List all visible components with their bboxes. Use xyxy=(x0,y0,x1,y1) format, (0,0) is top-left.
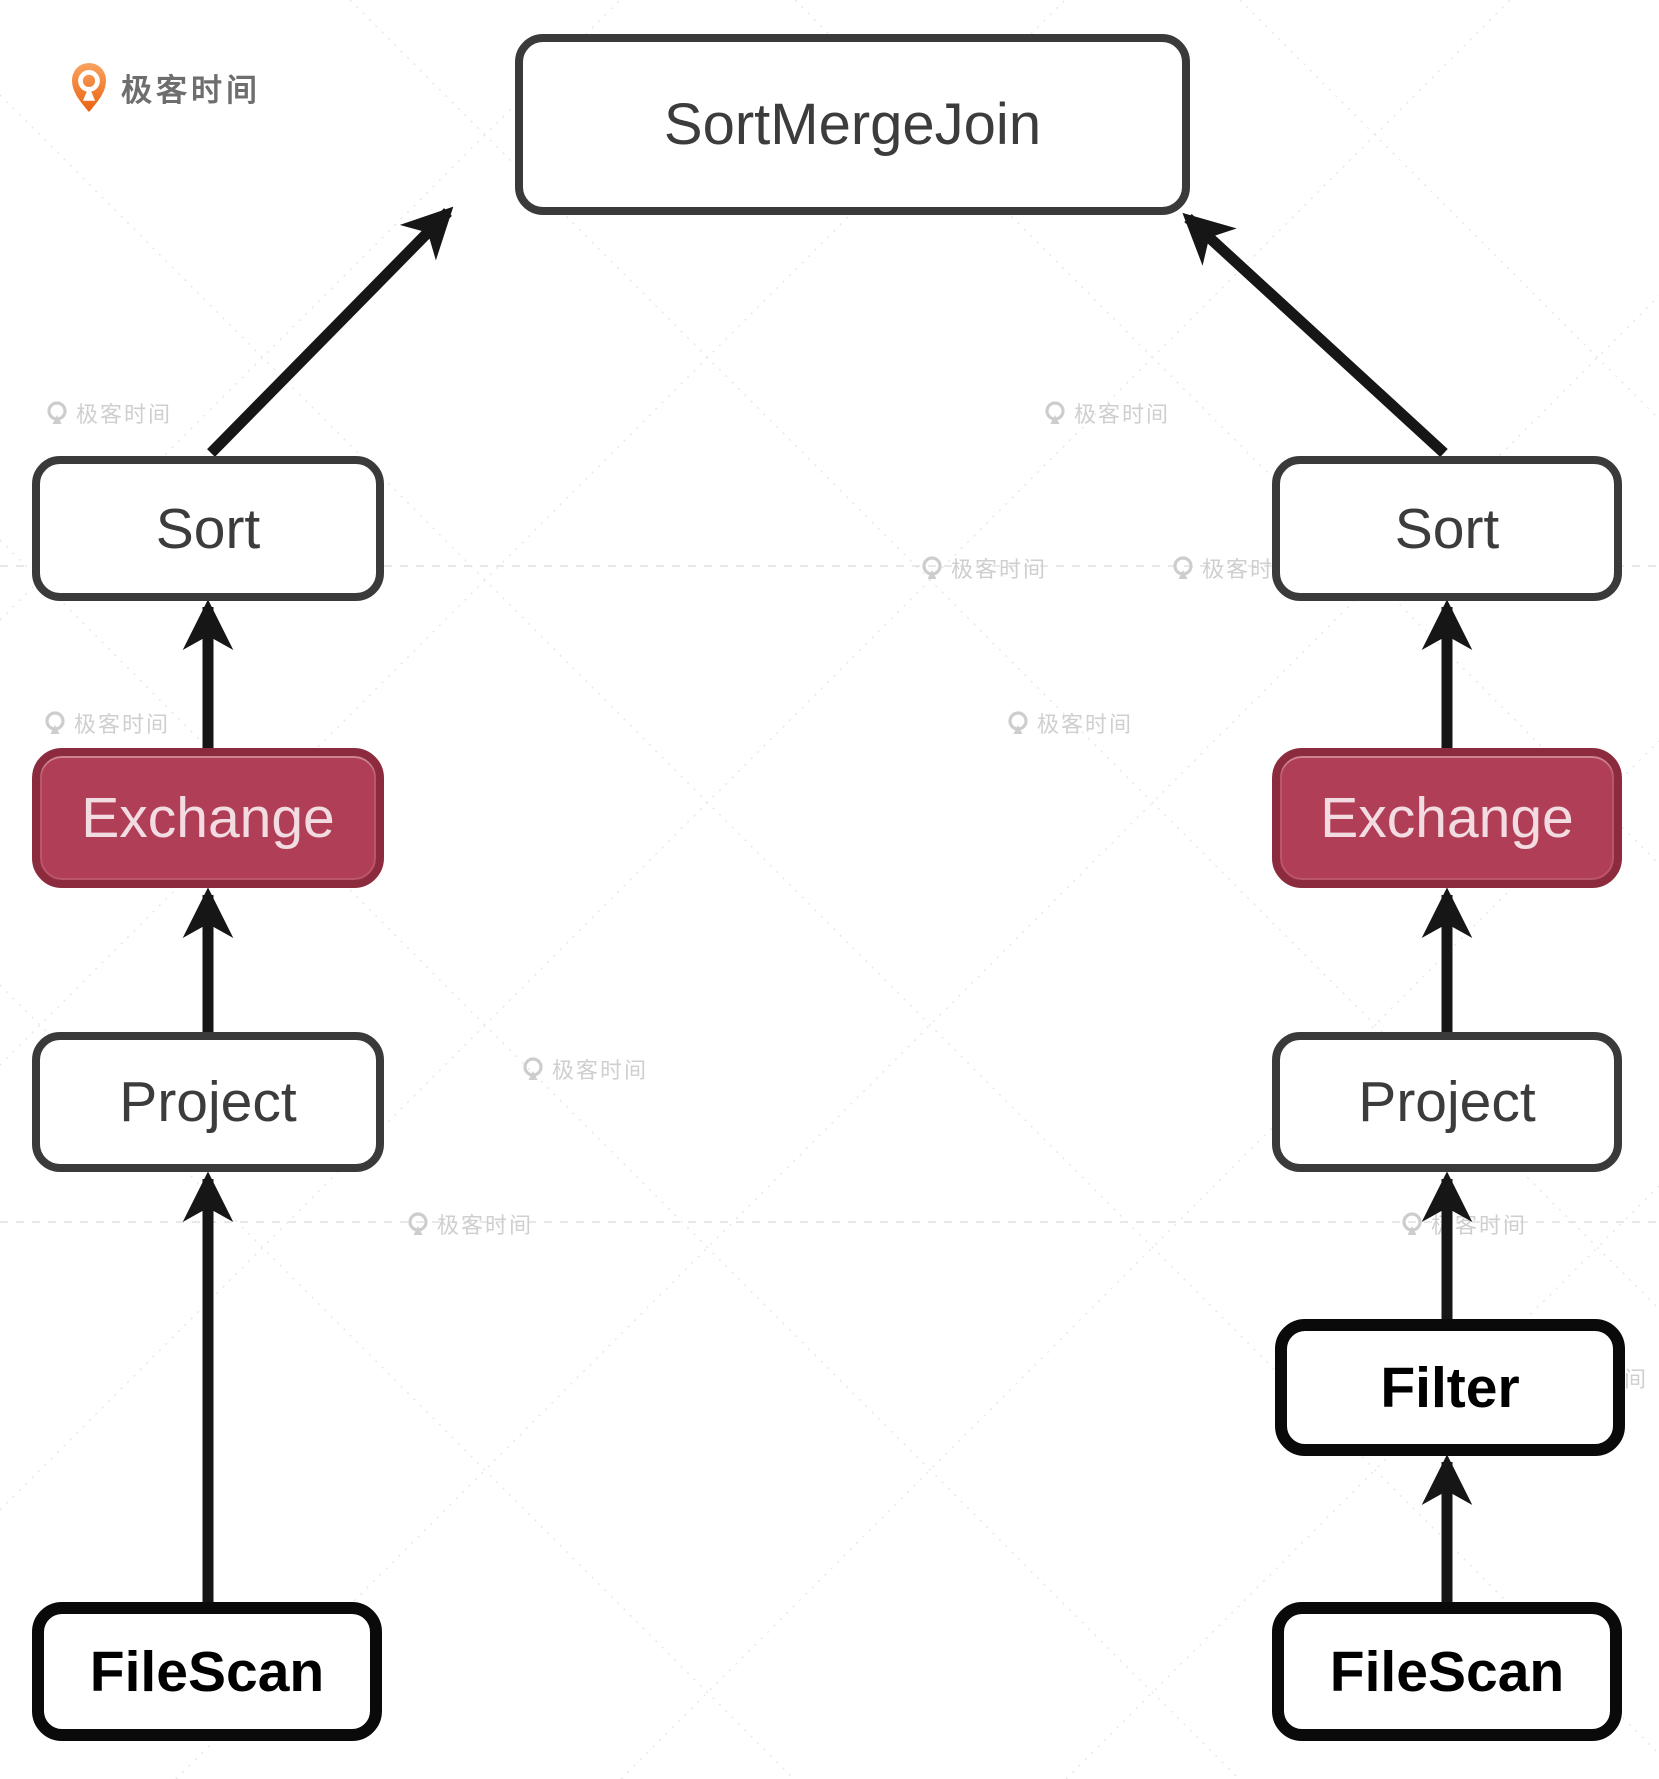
watermark-label: 极客时间 xyxy=(951,557,1048,582)
watermark-label: 极客时间 xyxy=(1074,402,1171,427)
node-label: Exchange xyxy=(81,786,335,850)
watermark: 极客时间 xyxy=(920,552,1047,584)
watermark-label: 极客时间 xyxy=(76,402,173,427)
node-label: Project xyxy=(1358,1070,1536,1134)
watermark-label: 极客时间 xyxy=(1037,712,1134,737)
node-label: FileScan xyxy=(89,1639,325,1704)
watermark-q-icon xyxy=(1402,1212,1422,1235)
node-filescan-right: FileScan xyxy=(1272,1602,1622,1741)
node-project-right: Project xyxy=(1272,1032,1622,1172)
node-label: Project xyxy=(119,1070,297,1134)
node-label: Sort xyxy=(155,496,261,561)
watermark-q-icon xyxy=(1173,556,1193,579)
node-sort-left: Sort xyxy=(32,456,384,601)
watermark-q-icon xyxy=(1008,711,1028,734)
watermark-q-icon xyxy=(408,1212,428,1235)
geektime-logo: 极客时间 xyxy=(70,62,261,113)
node-filescan-left: FileScan xyxy=(32,1602,382,1741)
watermark: 极客时间 xyxy=(1006,707,1133,739)
node-label: Filter xyxy=(1380,1355,1520,1420)
node-exchange-right: Exchange xyxy=(1272,748,1622,888)
watermark-q-icon xyxy=(922,556,942,579)
node-sortmergejoin: SortMergeJoin xyxy=(515,34,1190,215)
node-label: FileScan xyxy=(1329,1639,1565,1704)
watermark-q-icon xyxy=(45,711,65,734)
edge-sort-left-to-sortmergejoin xyxy=(207,206,454,457)
watermark: 极客时间 xyxy=(45,397,172,429)
node-exchange-left: Exchange xyxy=(32,748,384,888)
node-label: Exchange xyxy=(1320,786,1574,850)
watermark-q-icon xyxy=(523,1057,543,1080)
edge-sort-right-to-sortmergejoin xyxy=(1182,212,1448,458)
node-label: Sort xyxy=(1394,496,1500,561)
watermark-label: 极客时间 xyxy=(437,1213,534,1238)
geektime-logo-text: 极客时间 xyxy=(121,73,261,108)
node-filter-right: Filter xyxy=(1275,1319,1625,1456)
node-project-left: Project xyxy=(32,1032,384,1172)
watermark: 极客时间 xyxy=(1043,397,1170,429)
watermark: 极客时间 xyxy=(406,1208,533,1240)
watermark: 极客时间 xyxy=(521,1053,648,1085)
watermark-q-icon xyxy=(1045,401,1065,424)
watermark-q-icon xyxy=(47,401,67,424)
geektime-pin-icon xyxy=(72,62,106,113)
watermark: 极客时间 xyxy=(43,707,170,739)
node-sort-right: Sort xyxy=(1272,456,1622,601)
watermark-label: 极客时间 xyxy=(552,1058,649,1083)
node-label: SortMergeJoin xyxy=(663,92,1042,157)
watermark-label: 极客时间 xyxy=(74,712,171,737)
